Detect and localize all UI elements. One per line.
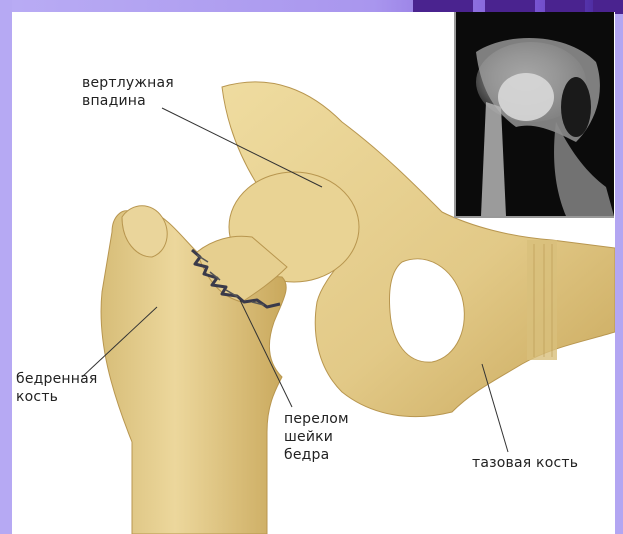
label-femur: бедренная кость [16,370,98,406]
label-acetabulum: вертлужная впадина [82,74,174,110]
diagram-panel: вертлужная впадина бедренная кость перел… [12,12,615,534]
slide-frame-left [0,0,12,534]
xray-image [454,12,614,218]
label-fracture: перелом шейки бедра [284,410,349,464]
label-pelvis: тазовая кость [472,454,578,472]
